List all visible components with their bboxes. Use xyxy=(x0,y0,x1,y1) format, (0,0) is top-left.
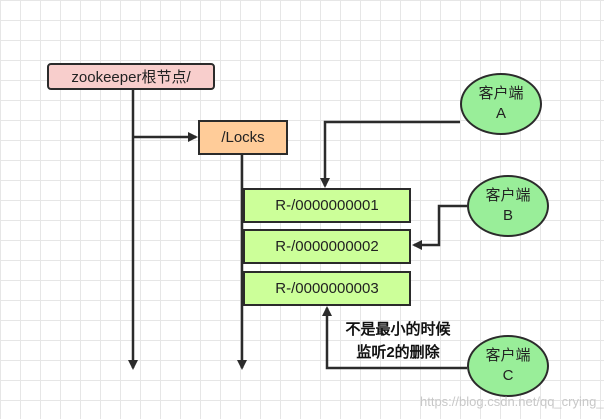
lock-node-2-label: R-/0000000002 xyxy=(275,238,379,255)
client-a-title: 客户端 xyxy=(478,85,524,102)
client-a-id: A xyxy=(495,105,506,122)
client-c-title: 客户端 xyxy=(485,347,531,364)
lock-node-1: R-/0000000001 xyxy=(243,188,411,223)
client-b: 客户端 B xyxy=(467,175,549,237)
client-c: 客户端 C xyxy=(467,335,549,397)
client-c-arrow xyxy=(322,306,467,370)
root-node-label: zookeeper根节点/ xyxy=(71,69,191,86)
lock-node-2: R-/0000000002 xyxy=(243,229,411,264)
locks-node-label: /Locks xyxy=(221,129,265,146)
lock-node-1-label: R-/0000000001 xyxy=(275,197,379,214)
watch-note-line-1: 不是最小的时候 xyxy=(345,321,451,338)
client-b-id: B xyxy=(502,207,513,224)
root-node: zookeeper根节点/ xyxy=(47,63,215,90)
watch-note: 不是最小的时候 监听2的删除 xyxy=(338,318,458,364)
client-a-arrow xyxy=(320,120,460,188)
lock-node-3: R-/0000000003 xyxy=(243,271,411,306)
client-b-title: 客户端 xyxy=(485,187,531,204)
watch-note-line-2: 监听2的删除 xyxy=(356,344,440,361)
client-b-arrow xyxy=(412,204,467,250)
client-a: 客户端 A xyxy=(460,73,542,135)
locks-node: /Locks xyxy=(198,120,288,155)
lock-node-3-label: R-/0000000003 xyxy=(275,280,379,297)
client-c-id: C xyxy=(502,367,514,384)
watermark-text: https://blog.csdn.net/qq_crying_pfq xyxy=(420,394,604,409)
